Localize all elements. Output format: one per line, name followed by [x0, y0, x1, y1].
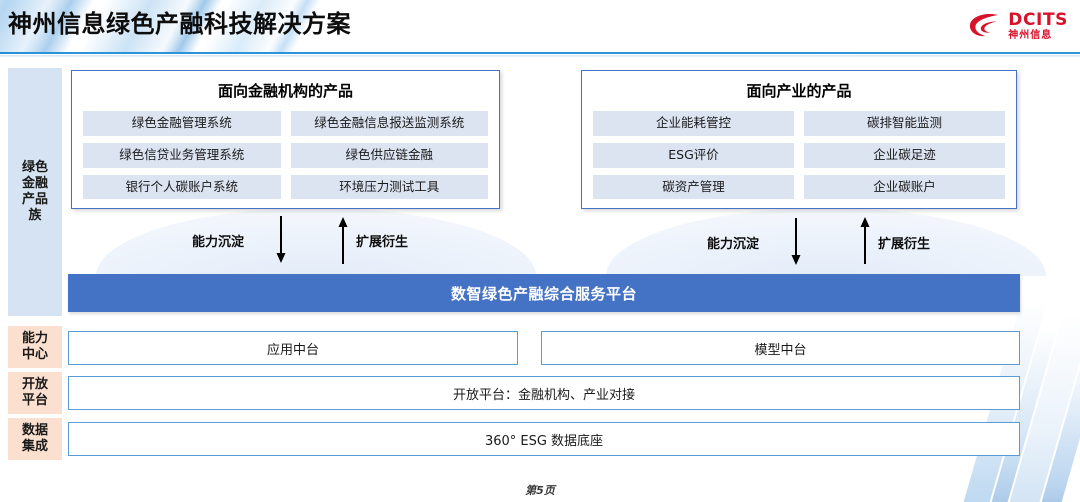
- sidebar-item-open-platform[interactable]: 开放 平台: [8, 372, 62, 414]
- product-chip[interactable]: 绿色金融信息报送监测系统: [290, 111, 488, 136]
- page-number: 第5页: [525, 484, 555, 497]
- flow-label-capability-precipitation: 能力沉淀: [192, 235, 245, 250]
- product-chip-grid: 绿色金融管理系统 绿色金融信息报送监测系统 绿色信贷业务管理系统 绿色供应链金融…: [72, 111, 499, 209]
- arrow-down-icon: [791, 218, 801, 265]
- sidebar-item-data-integration[interactable]: 数据 集成: [8, 418, 62, 460]
- page-title: 神州信息绿色产融科技解决方案: [8, 10, 351, 38]
- swoosh-icon: [970, 14, 999, 37]
- product-group-financial-institution-products: 面向金融机构的产品 绿色金融管理系统 绿色金融信息报送监测系统 绿色信贷业务管理…: [71, 70, 500, 209]
- product-group-title: 面向金融机构的产品: [217, 82, 353, 100]
- product-chip[interactable]: 企业碳账户: [804, 174, 1005, 200]
- sidebar-item-capability-center[interactable]: 能力 中心: [8, 326, 62, 368]
- logo-text-cn: 神州信息: [1008, 29, 1053, 41]
- sidebar-item-label: 数据 集成: [21, 423, 48, 454]
- flow-label-expansion-derivation: 扩展衍生: [878, 237, 931, 252]
- data-foundation-box[interactable]: 360° ESG 数据底座: [68, 422, 1020, 456]
- header-divider-shadow: [0, 55, 1080, 58]
- sidebar-item-label: 能力 中心: [21, 331, 48, 362]
- open-platform-box[interactable]: 开放平台：金融机构、产业对接: [68, 376, 1020, 410]
- flow-label-expansion-derivation: 扩展衍生: [356, 235, 409, 250]
- product-chip[interactable]: 环境压力测试工具: [290, 174, 488, 200]
- dome-shape-left: [96, 208, 536, 276]
- platform-bar[interactable]: 数智绿色产融综合服务平台: [68, 274, 1020, 312]
- product-group-title: 面向产业的产品: [746, 82, 852, 100]
- product-chip-grid: 企业能耗管控 碳排智能监测 ESG评价 企业碳足迹 碳资产管理 企业碳账户: [582, 111, 1016, 209]
- dome-shape-right: [606, 208, 1046, 276]
- flow-label-capability-precipitation: 能力沉淀: [707, 237, 760, 252]
- product-chip[interactable]: 企业能耗管控: [593, 111, 794, 136]
- product-chip[interactable]: 碳资产管理: [593, 174, 794, 200]
- product-chip[interactable]: 企业碳足迹: [804, 142, 1005, 168]
- product-chip[interactable]: 绿色供应链金融: [290, 142, 488, 168]
- logo-text-en: DCITS: [1008, 9, 1068, 30]
- product-chip[interactable]: 银行个人碳账户系统: [83, 174, 281, 200]
- company-logo: DCITS 神州信息: [968, 9, 1068, 43]
- sidebar-item-label: 绿色 金融 产品 族: [21, 160, 48, 223]
- sidebar-item-label: 开放 平台: [21, 377, 48, 408]
- model-middle-platform-box[interactable]: 模型中台: [541, 331, 1020, 365]
- sidebar-item-green-finance-product-family[interactable]: 绿色 金融 产品 族: [8, 68, 62, 316]
- arrow-down-icon: [276, 216, 286, 263]
- product-chip[interactable]: ESG评价: [593, 142, 794, 168]
- slide-header: 神州信息绿色产融科技解决方案 DCITS 神州信息: [0, 0, 1080, 54]
- product-chip[interactable]: 绿色信贷业务管理系统: [83, 142, 281, 168]
- arrow-up-icon: [338, 217, 348, 264]
- application-middle-platform-box[interactable]: 应用中台: [68, 331, 518, 365]
- product-group-industry-products: 面向产业的产品 企业能耗管控 碳排智能监测 ESG评价 企业碳足迹 碳资产管理 …: [581, 70, 1017, 209]
- header-divider: [0, 52, 1080, 54]
- arrow-up-icon: [860, 217, 870, 264]
- product-chip[interactable]: 绿色金融管理系统: [83, 111, 281, 136]
- product-chip[interactable]: 碳排智能监测: [804, 111, 1005, 136]
